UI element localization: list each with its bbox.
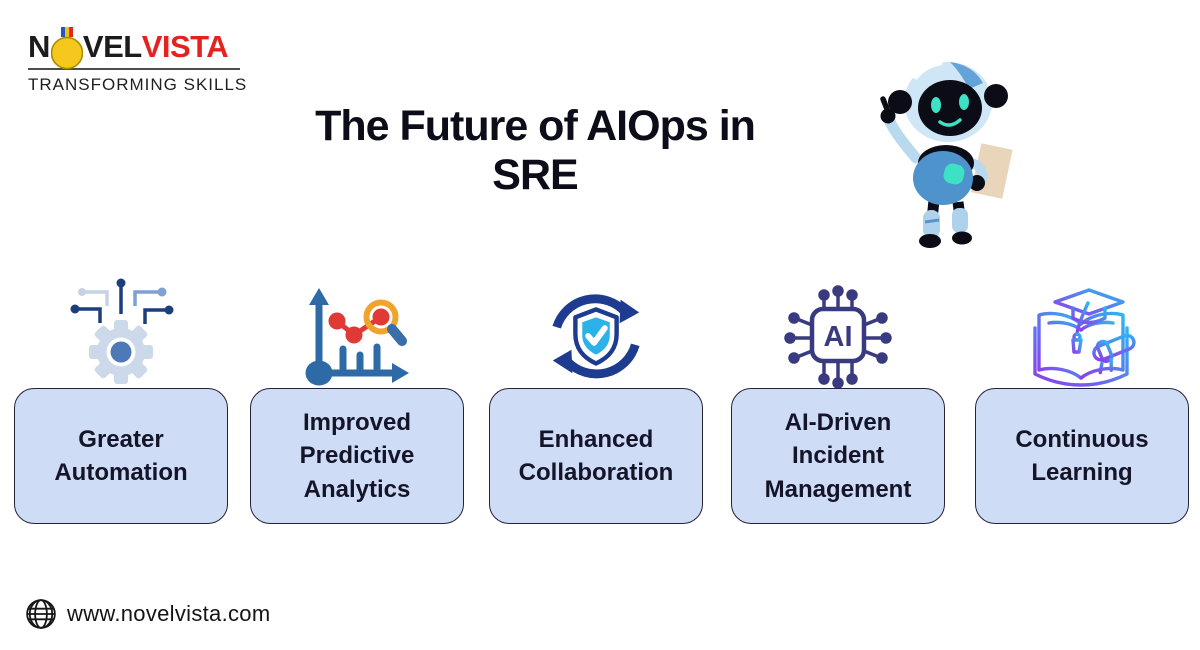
feature-card-predictive-analytics: Improved Predictive Analytics (250, 388, 464, 524)
globe-icon (26, 599, 56, 629)
gear-circuit-icon (70, 278, 174, 384)
logo-letter-vista: VISTA (141, 29, 229, 64)
feature-card-continuous-learning: Continuous Learning (975, 388, 1189, 524)
logo-letter-n: N (28, 29, 50, 64)
ai-chip-icon: AI (784, 285, 892, 389)
card-label: Enhanced Collaboration (518, 425, 674, 486)
robot-mascot-icon (880, 60, 1013, 248)
logo-divider (28, 68, 240, 70)
page-title: The Future of AIOps in SRE (250, 102, 820, 201)
logo-tagline: TRANSFORMING SKILLS (28, 75, 248, 94)
feature-card-greater-automation: Greater Automation (14, 388, 228, 524)
shield-sync-icon (552, 294, 640, 379)
feature-card-enhanced-collaboration: Enhanced Collaboration (489, 388, 703, 524)
ai-chip-label: AI (824, 321, 853, 353)
feature-card-ai-incident-management: AI-Driven Incident Management (731, 388, 945, 524)
title-line-2: SRE (492, 151, 578, 200)
logo-letter-vel: VEL (82, 29, 142, 64)
card-label: Improved Predictive Analytics (299, 409, 415, 503)
graduation-book-icon (1033, 288, 1136, 387)
card-label: AI-Driven Incident Management (764, 409, 912, 503)
medal-icon (50, 27, 83, 70)
card-label: Continuous Learning (1015, 425, 1149, 486)
footer: www.novelvista.com (25, 598, 270, 630)
card-label: Greater Automation (54, 425, 188, 486)
predictive-analytics-icon (305, 288, 409, 386)
title-line-1: The Future of AIOps in (315, 102, 756, 150)
website-text: www.novelvista.com (67, 601, 271, 626)
